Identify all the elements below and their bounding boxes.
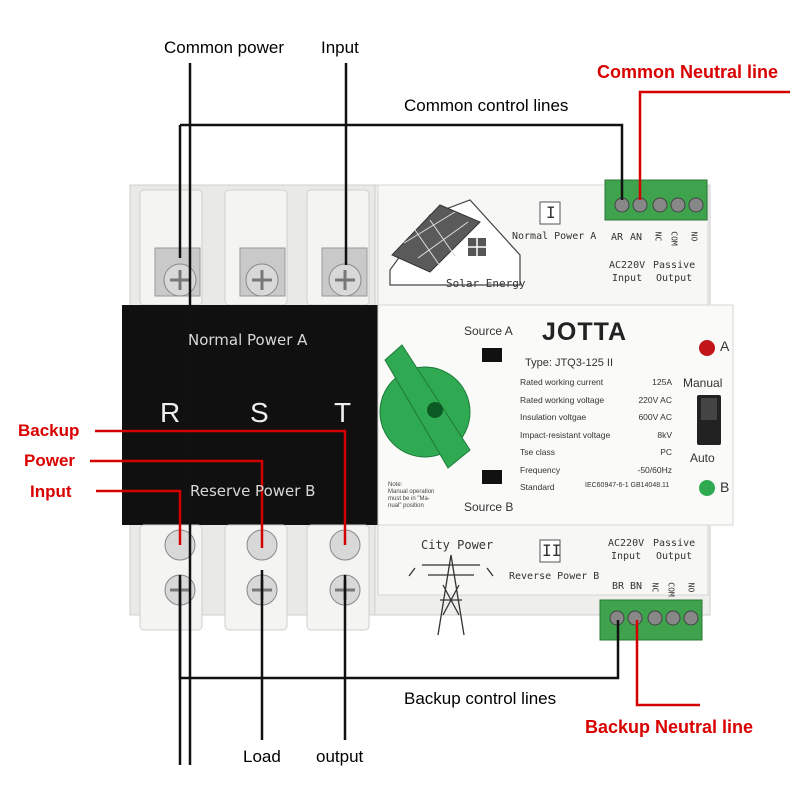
red-leader-lines [90,90,790,707]
common-power-label: Common power [164,38,284,57]
source-a-window [482,348,502,362]
load-label: Load [243,747,281,766]
spec-value: 220V AC [638,394,672,405]
common-control-lines-label: Common control lines [404,96,569,115]
top-terminal-block [604,179,708,221]
roman-one: I [546,203,556,222]
spec-name: Insulation voltgae [520,412,587,422]
city-power-label: City Power [421,538,494,552]
spec-name: Rated working voltage [520,394,605,405]
bottom-terminal-no: NO [686,582,696,593]
manual-auto-switch[interactable] [697,395,721,445]
input-top-label: Input [321,38,359,57]
letter-r: R [160,397,181,428]
letter-t: T [334,397,352,428]
bottom-terminal-block [599,599,703,641]
top-terminal-ar: AR [611,232,624,243]
top-terminal-no: NO [689,231,699,242]
passive-output-bottom: Passive Output [653,538,696,562]
ac220v-input-bottom: AC220V Input [608,538,645,562]
spec-name: Frequency [520,464,561,475]
reverse-power-b-label: Reverse Power B [509,571,600,582]
black-leader-lines [178,63,624,765]
roman-two: II [542,541,562,560]
source-b-window [482,470,502,484]
bottom-terminal-bn: BN [630,581,643,592]
manual-label: Manual [683,376,723,390]
source-b-label: Source B [464,500,514,514]
passive-output-top: Passive Output [653,260,696,284]
common-neutral-line-label: Common Neutral line [597,62,779,82]
indicator-b-label: B [720,479,730,495]
ac220v-input-top: AC220V Input [609,260,646,284]
roman-one-box [539,201,561,225]
top-terminal-com: COM [669,231,679,246]
spec-value: PC [660,447,672,457]
backup-control-lines-label: Backup control lines [404,689,557,708]
indicator-a-light [699,340,715,356]
indicator-a-label: A [720,338,730,354]
top-screws [154,247,368,297]
input-left-label: Input [30,482,72,501]
roman-two-box [539,539,561,563]
spec-name: Impact-resistant voltage [520,429,611,440]
manual-note: Note: Manual operation must be in "Ma- n… [388,482,435,509]
bottom-terminal-com: COM [666,582,676,597]
source-a-label: Source A [464,324,513,338]
spec-value: 600V AC [638,412,672,422]
pylon-icon [408,554,494,636]
normal-power-a-small: Normal Power A [512,231,597,242]
top-terminal-an: AN [630,232,643,243]
spec-value: -50/60Hz [637,464,673,475]
bottom-terminal-housings [139,524,370,631]
type-label: Type: JTQ3-125 II [525,357,614,369]
solar-energy-label: Solar Energy [446,277,526,290]
black-panel [122,305,378,525]
auto-label: Auto [690,451,715,465]
brand-logo: JOTTA [542,318,628,346]
spec-value: IEC60947-6-1 GB14048.11 [585,482,670,489]
reserve-power-b-panel: Reserve Power B [190,482,316,500]
spec-name: Tse class [520,447,555,457]
power-label: Power [24,451,76,470]
backup-neutral-line-label: Backup Neutral line [585,717,754,737]
rotary-knob[interactable] [379,344,471,469]
spec-value: 8kV [657,429,672,440]
top-terminal-nc: NC [653,231,663,242]
normal-power-a-panel: Normal Power A [188,331,308,349]
spec-value: 125A [652,377,672,387]
bottom-terminal-br: BR [612,581,625,592]
bottom-terminal-nc: NC [650,582,660,593]
indicator-b-light [699,480,715,496]
solar-house-icon [389,199,521,286]
spec-name: Standard [520,482,555,492]
backup-label: Backup [18,421,80,440]
spec-name: Rated working current [520,377,604,387]
output-label: output [316,747,364,766]
letter-s: S [250,397,269,428]
